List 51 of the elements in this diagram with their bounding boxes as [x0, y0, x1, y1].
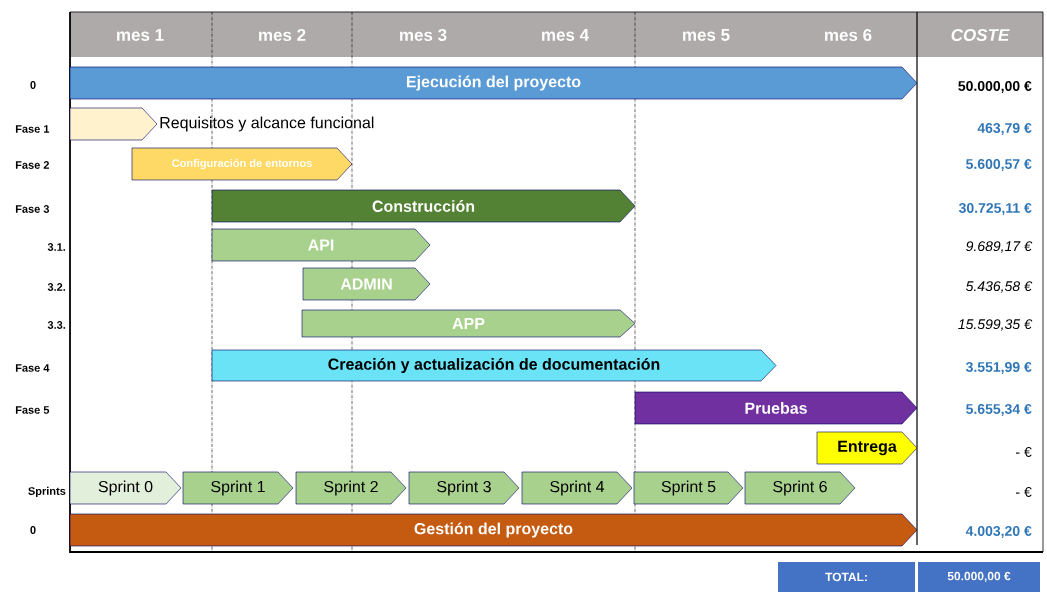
- month-label: mes 3: [400, 28, 447, 41]
- row-label: 3.1.: [47, 243, 66, 251]
- task-bar: Ejecución del proyecto: [69, 66, 918, 100]
- row-label: 3.2.: [47, 283, 66, 291]
- cost-value: 5.600,57 €: [966, 159, 1032, 171]
- row-label: Sprints: [28, 486, 66, 498]
- bar-label: Requisitos y alcance funcional: [160, 116, 374, 132]
- task-bar: Sprint 0: [69, 471, 182, 505]
- cost-value: 3.551,99 €: [965, 362, 1032, 374]
- task-bar: Pruebas: [634, 391, 918, 425]
- task-bar: Sprint 1: [182, 471, 294, 505]
- cost-value: 5.655,34 €: [966, 404, 1032, 416]
- column-heading: COSTE: [951, 28, 1010, 41]
- task-bar: Creación y actualización de documentación: [211, 349, 777, 382]
- task-bar: Sprint 6: [744, 471, 856, 505]
- month-label: mes 6: [825, 28, 872, 41]
- cost-value: 15.599,35 €: [958, 319, 1033, 331]
- month-label: mes 4: [542, 29, 589, 41]
- task-bar: [69, 107, 158, 141]
- total-cell: 50.000,00 €: [918, 562, 1040, 592]
- task-bar: Sprint 2: [295, 471, 407, 505]
- row-label: 3.3.: [47, 321, 66, 329]
- task-bar: Sprint 4: [521, 471, 633, 505]
- task-bar: APP: [301, 309, 636, 338]
- task-bar: ADMIN: [302, 267, 431, 301]
- cost-value: - €: [1016, 447, 1032, 457]
- month-label: mes 1: [117, 29, 164, 41]
- total-cell: TOTAL:: [778, 562, 915, 592]
- task-bar: Construcción: [211, 189, 636, 223]
- cost-value: 9.689,17 €: [966, 241, 1033, 253]
- row-label: Fase 4: [15, 364, 50, 372]
- month-label: mes 2: [259, 28, 306, 41]
- row-label: Fase 2: [15, 161, 49, 169]
- task-bar: Entrega: [816, 431, 918, 465]
- cost-value: 50.000,00 €: [958, 81, 1032, 93]
- task-bar: API: [211, 228, 431, 262]
- cost-value: 463,79 €: [977, 123, 1032, 135]
- cost-value: 4.003,20 €: [965, 526, 1032, 538]
- month-label: mes 5: [683, 29, 730, 41]
- task-bar: Sprint 3: [408, 471, 520, 505]
- row-label: Fase 1: [15, 125, 50, 133]
- task-bar: Configuración de entornos: [131, 147, 353, 181]
- cost-value: 5.436,58 €: [965, 281, 1033, 293]
- cost-value: - €: [1016, 487, 1032, 497]
- row-label: Fase 5: [15, 406, 50, 414]
- cost-value: 30.725,11 €: [958, 203, 1032, 215]
- row-label: 0: [30, 81, 36, 89]
- row-label: 0: [30, 526, 36, 534]
- task-bar: Gestión del proyecto: [69, 513, 918, 547]
- task-bar: Sprint 5: [633, 471, 744, 505]
- row-label: Fase 3: [15, 205, 50, 213]
